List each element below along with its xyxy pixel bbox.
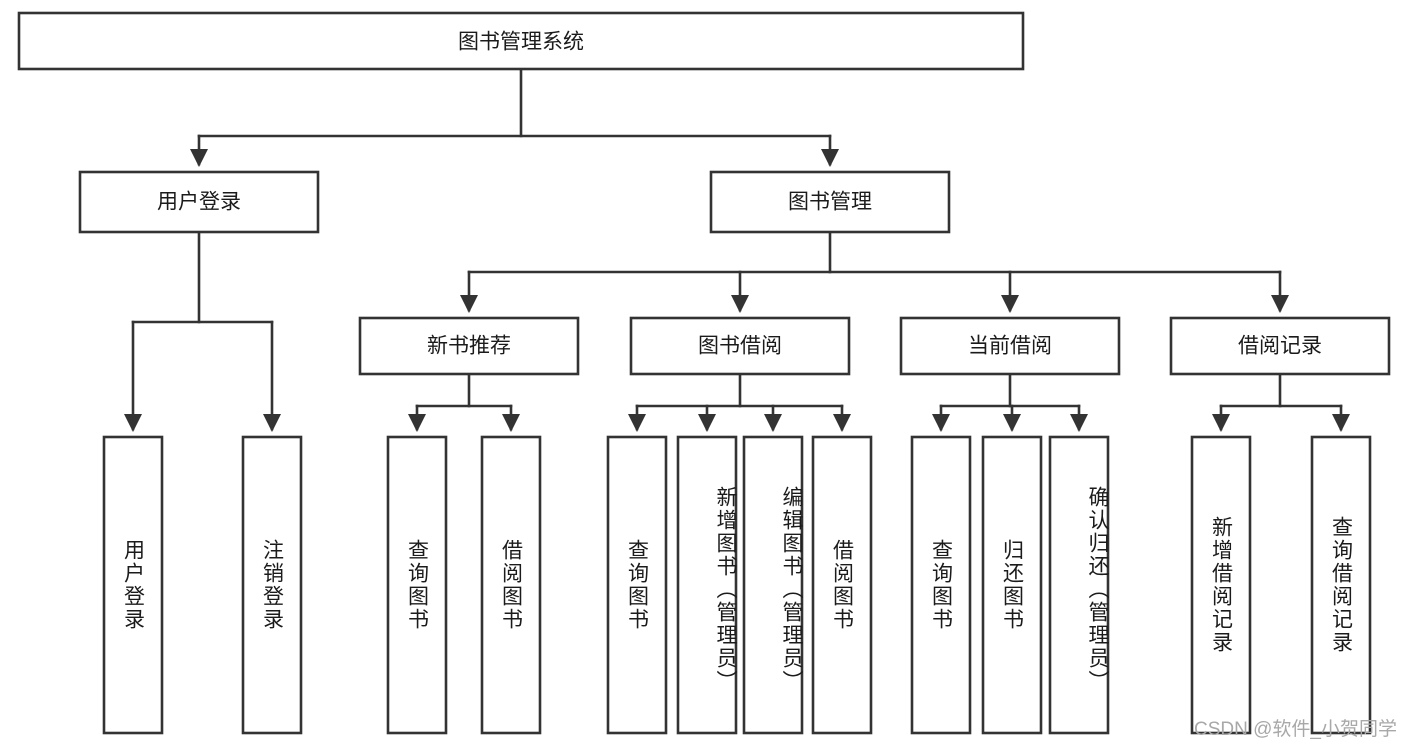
node-box-leaf-query-book-1[interactable]	[386, 435, 448, 735]
connector-group-new-book-recommend	[407, 372, 521, 433]
connector-group-root	[189, 67, 840, 168]
node-box-leaf-add-record[interactable]	[1190, 435, 1252, 735]
node-box-leaf-edit-book[interactable]	[742, 435, 804, 735]
node-label-new-book-recommend: 新书推荐	[427, 335, 511, 358]
node-box-leaf-query-book-3[interactable]	[910, 435, 972, 735]
node-label-root: 图书管理系统	[458, 31, 584, 54]
node-box-leaf-return-book[interactable]	[981, 435, 1043, 735]
node-label-book-manage: 图书管理	[788, 191, 872, 214]
node-box-leaf-borrow-book-2[interactable]	[811, 435, 873, 735]
node-boxes	[17, 11, 1391, 735]
node-box-leaf-query-record[interactable]	[1310, 435, 1372, 735]
connector-group-book-manage	[459, 230, 1290, 314]
node-labels-horizontal: 图书管理系统 用户登录 图书管理 新书推荐 图书借阅 当前借阅 借阅记录	[157, 31, 1322, 358]
node-box-leaf-query-book-2[interactable]	[606, 435, 668, 735]
connector-group-borrow-record	[1211, 372, 1351, 433]
node-label-borrow-record: 借阅记录	[1238, 335, 1322, 358]
node-box-leaf-user-login[interactable]	[102, 435, 164, 735]
node-label-current-borrow: 当前借阅	[968, 335, 1052, 358]
node-box-borrow-record[interactable]	[1169, 316, 1391, 376]
node-box-book-borrow[interactable]	[629, 316, 851, 376]
connector-group-book-borrow	[627, 372, 852, 433]
node-box-new-book-recommend[interactable]	[358, 316, 580, 376]
node-box-current-borrow[interactable]	[899, 316, 1121, 376]
node-box-leaf-user-logout[interactable]	[241, 435, 303, 735]
node-box-leaf-confirm-return[interactable]	[1048, 435, 1110, 735]
watermark-text: CSDN @软件_小贺同学	[1194, 719, 1397, 740]
node-label-book-borrow: 图书借阅	[698, 335, 782, 358]
node-box-user-login[interactable]	[78, 170, 320, 234]
node-label-user-login: 用户登录	[157, 191, 241, 214]
node-box-leaf-borrow-book-1[interactable]	[480, 435, 542, 735]
node-box-leaf-add-book[interactable]	[676, 435, 738, 735]
node-box-book-manage[interactable]	[709, 170, 951, 234]
connector-group-current-borrow	[931, 372, 1089, 433]
connector-group-user-login	[123, 230, 282, 433]
node-box-root[interactable]	[17, 11, 1025, 71]
